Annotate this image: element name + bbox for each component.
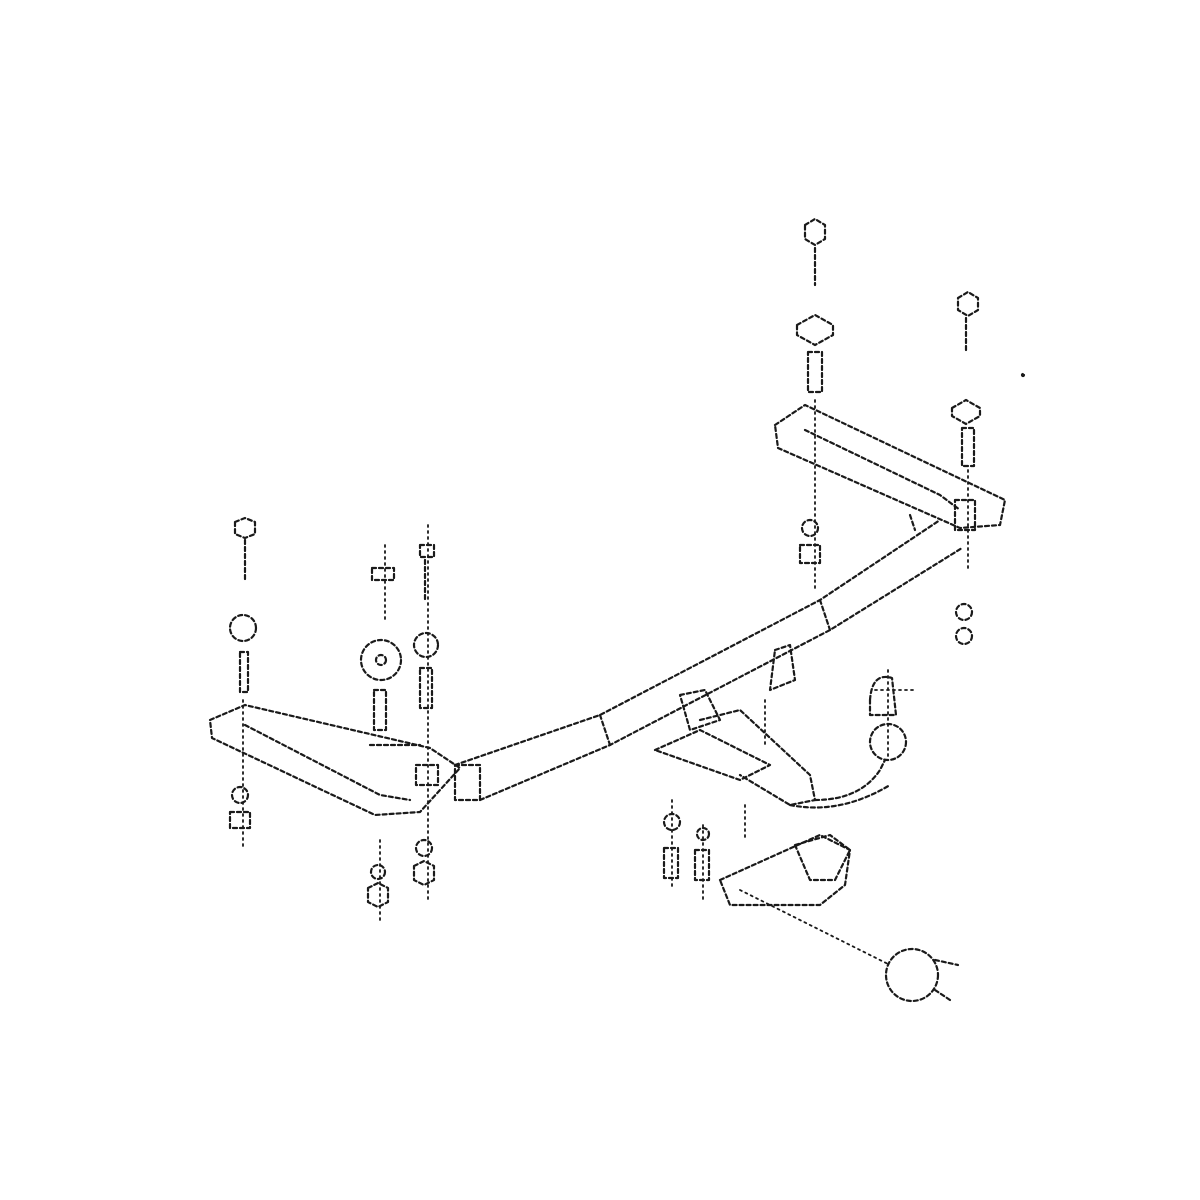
stray-dot — [1020, 372, 1026, 378]
bolt-stack-center-lower — [662, 799, 746, 901]
crossbar-tube — [453, 518, 964, 802]
bolt-stack-right-a — [795, 217, 835, 591]
wiring-plug — [884, 947, 960, 1003]
bolt-stack-left-outer — [228, 516, 258, 851]
electrical-socket-plate — [718, 833, 891, 966]
left-mounting-bracket — [208, 703, 462, 817]
bolt-stack-right-b — [950, 290, 982, 646]
tow-ball — [868, 669, 916, 762]
bolt-stack-left-inner-b — [412, 524, 440, 901]
right-mounting-bracket — [773, 403, 1007, 532]
bolt-stack-left-inner-a — [359, 544, 403, 921]
ball-neck-mount — [653, 643, 892, 809]
